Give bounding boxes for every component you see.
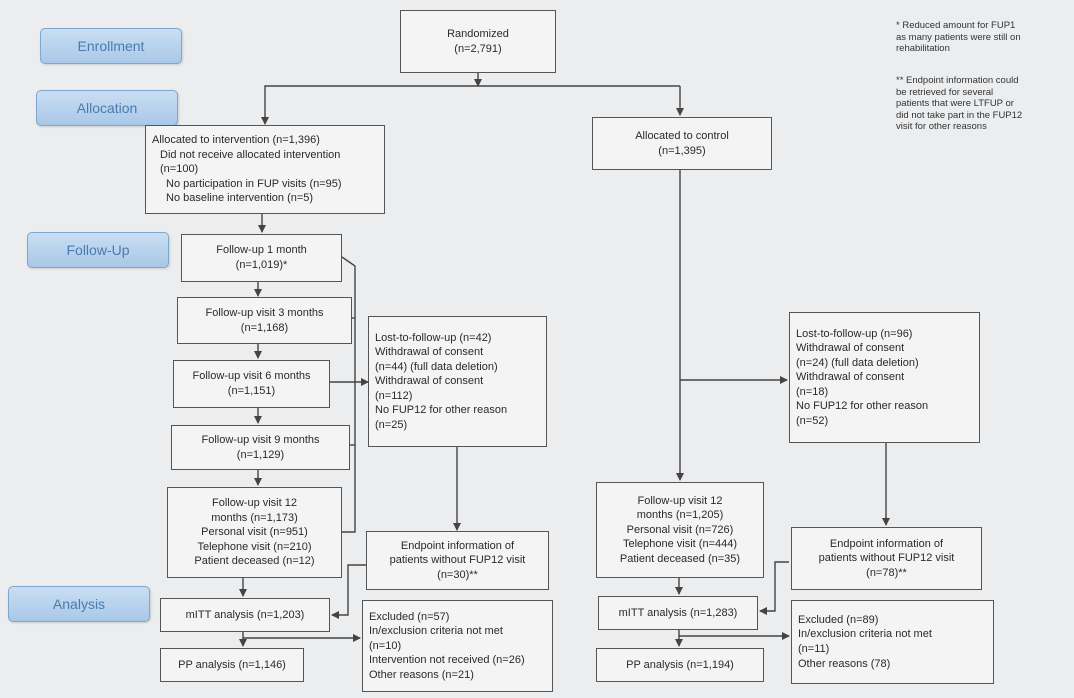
control-mitt-box: mITT analysis (n=1,283)	[598, 596, 758, 630]
connector-control-endpoint-mitt	[759, 561, 789, 615]
stage-follow-up: Follow-Up	[27, 232, 169, 268]
stage-enrollment: Enrollment	[40, 28, 182, 64]
control-lost-box: Lost-to-follow-up (n=96) Withdrawal of c…	[789, 312, 980, 443]
allocated-intervention-box: Allocated to intervention (n=1,396) Did …	[145, 125, 385, 214]
connector-endpoint-mitt	[331, 564, 366, 619]
connector-loss-collector	[341, 256, 356, 533]
intervention-fu9-box: Follow-up visit 9 months(n=1,129)	[171, 425, 350, 470]
intervention-mitt-box: mITT analysis (n=1,203)	[160, 598, 330, 632]
intervention-excluded-box: Excluded (n=57) In/exclusion criteria no…	[362, 600, 553, 692]
allocated-control-box: Allocated to control(n=1,395)	[592, 117, 772, 170]
randomized-box: Randomized(n=2,791)	[400, 10, 556, 73]
intervention-fu12-box: Follow-up visit 12 months (n=1,173) Pers…	[167, 487, 342, 578]
control-excluded-box: Excluded (n=89) In/exclusion criteria no…	[791, 600, 994, 684]
stage-analysis: Analysis	[8, 586, 150, 622]
intervention-fu1-box: Follow-up 1 month(n=1,019)*	[181, 234, 342, 282]
connector-split-intervention	[261, 85, 680, 125]
stage-allocation: Allocation	[36, 90, 178, 126]
intervention-lost-box: Lost-to-follow-up (n=42) Withdrawal of c…	[368, 316, 547, 447]
intervention-fu6-box: Follow-up visit 6 months(n=1,151)	[173, 360, 330, 408]
control-pp-box: PP analysis (n=1,194)	[596, 648, 764, 682]
intervention-pp-box: PP analysis (n=1,146)	[160, 648, 304, 682]
control-fu12-box: Follow-up visit 12 months (n=1,205) Pers…	[596, 482, 764, 578]
intervention-fu3-box: Follow-up visit 3 months(n=1,168)	[177, 297, 352, 344]
